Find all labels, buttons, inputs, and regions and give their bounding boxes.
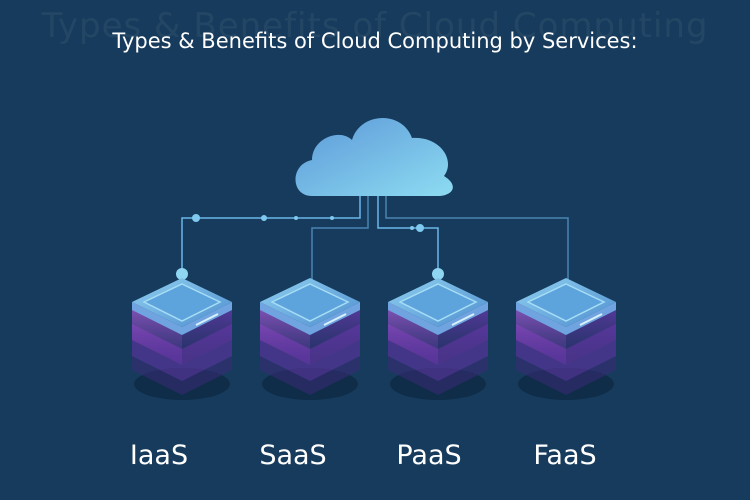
- service-label-saas: SaaS: [259, 440, 327, 471]
- server-icon-faas: [515, 277, 617, 401]
- server-icon-saas: [259, 277, 361, 401]
- service-label-paas: PaaS: [396, 440, 462, 471]
- connector-nodes: [176, 214, 444, 280]
- page-title: Types & Benefits of Cloud Computing by S…: [112, 29, 638, 53]
- connector-lines: [181, 195, 569, 282]
- service-label-faas: FaaS: [533, 440, 597, 471]
- cloud-icon: [295, 117, 453, 196]
- server-icon-paas: [387, 277, 489, 401]
- server-icon-iaas: [131, 277, 233, 401]
- background-watermark: Types & Benefits of Cloud Computing: [41, 6, 709, 46]
- service-label-iaas: IaaS: [129, 440, 189, 471]
